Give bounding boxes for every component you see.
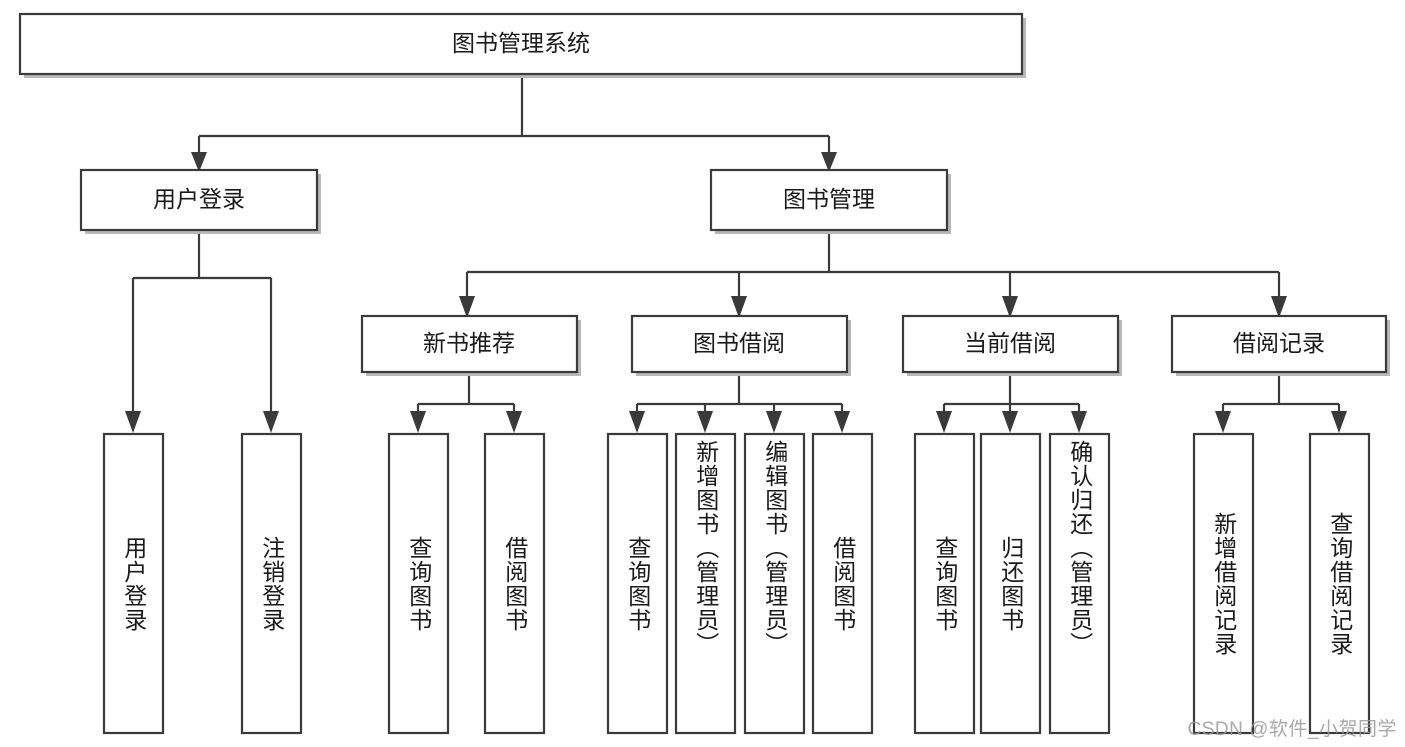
connector-group-borrow-record (1215, 375, 1347, 433)
leaf-edit-book-box[interactable] (743, 432, 806, 735)
node-book-manage-label: 图书管理 (783, 186, 875, 212)
node-user-login-label: 用户登录 (153, 186, 245, 212)
connector-group-user-login (125, 232, 279, 433)
arrow-to-book-borrow (731, 296, 747, 318)
node-book-borrow-label: 图书借阅 (693, 330, 785, 356)
node-borrow-record[interactable]: 借阅记录 (1170, 314, 1390, 376)
node-borrow-record-label: 借阅记录 (1233, 330, 1325, 356)
leaf-confirm-return-box[interactable] (1048, 432, 1111, 735)
arrow-to-new-book-rec (459, 296, 475, 318)
connector-group-new-book-rec (410, 375, 522, 433)
leaf-return-book-box[interactable] (979, 432, 1042, 735)
arrow-to-leaf-logout-login (263, 411, 279, 433)
arrow-to-leaf-query-record (1331, 411, 1347, 433)
arrow-root-to-user-login (191, 152, 207, 172)
node-new-book-rec-box[interactable] (360, 314, 579, 374)
node-user-login-box[interactable] (79, 168, 319, 232)
arrow-to-leaf-return-book (1002, 411, 1018, 433)
leaf-add-book-box[interactable] (674, 432, 737, 735)
node-book-borrow-box[interactable] (630, 314, 849, 374)
node-borrow-record-box[interactable] (1170, 314, 1388, 374)
leaf-borrow-book-2-box[interactable] (811, 432, 874, 735)
arrow-to-leaf-query-book-3 (936, 411, 952, 433)
connector-group-book-manage (459, 232, 1287, 318)
arrow-to-leaf-confirm-return (1071, 411, 1087, 433)
node-new-book-rec-label: 新书推荐 (423, 330, 515, 356)
csdn-watermark: CSDN @软件_小贺同学 (1187, 719, 1397, 740)
arrow-to-leaf-query-book-2 (629, 411, 645, 433)
arrow-to-leaf-query-book-1 (410, 411, 426, 433)
arrow-to-leaf-add-book (697, 411, 713, 433)
connector-group-book-borrow (629, 375, 850, 433)
leaf-logout-login-box[interactable] (240, 432, 303, 735)
node-book-manage[interactable]: 图书管理 (709, 168, 951, 234)
connector-group-current-borrow (936, 375, 1087, 433)
leaf-query-book-1-box[interactable] (387, 432, 450, 735)
arrow-to-borrow-record (1271, 296, 1287, 318)
leaf-boxes (102, 432, 1371, 735)
node-book-borrow[interactable]: 图书借阅 (630, 314, 851, 376)
node-current-borrow-box[interactable] (901, 314, 1120, 374)
arrow-to-leaf-edit-book (766, 411, 782, 433)
leaf-query-record-box[interactable] (1308, 432, 1371, 735)
node-root-label: 图书管理系统 (452, 30, 590, 56)
node-root-box[interactable] (18, 12, 1024, 76)
node-current-borrow[interactable]: 当前借阅 (901, 314, 1122, 376)
node-new-book-rec[interactable]: 新书推荐 (360, 314, 581, 376)
node-user-login[interactable]: 用户登录 (79, 168, 321, 234)
arrow-to-current-borrow (1002, 296, 1018, 318)
node-root[interactable]: 图书管理系统 (18, 12, 1026, 78)
node-book-manage-box[interactable] (709, 168, 949, 232)
arrow-to-leaf-borrow-book-1 (506, 411, 522, 433)
connector-group-root (191, 77, 837, 172)
leaf-add-record-box[interactable] (1192, 432, 1255, 735)
leaf-borrow-book-1-box[interactable] (483, 432, 546, 735)
arrow-root-to-book-manage (821, 152, 837, 172)
arrow-to-leaf-user-login (125, 411, 141, 433)
leaf-query-book-2-box[interactable] (606, 432, 669, 735)
node-current-borrow-label: 当前借阅 (964, 330, 1056, 356)
arrow-to-leaf-borrow-book-2 (834, 411, 850, 433)
arrow-to-leaf-add-record (1215, 411, 1231, 433)
leaf-query-book-3-box[interactable] (913, 432, 976, 735)
leaf-user-login-box[interactable] (102, 432, 165, 735)
